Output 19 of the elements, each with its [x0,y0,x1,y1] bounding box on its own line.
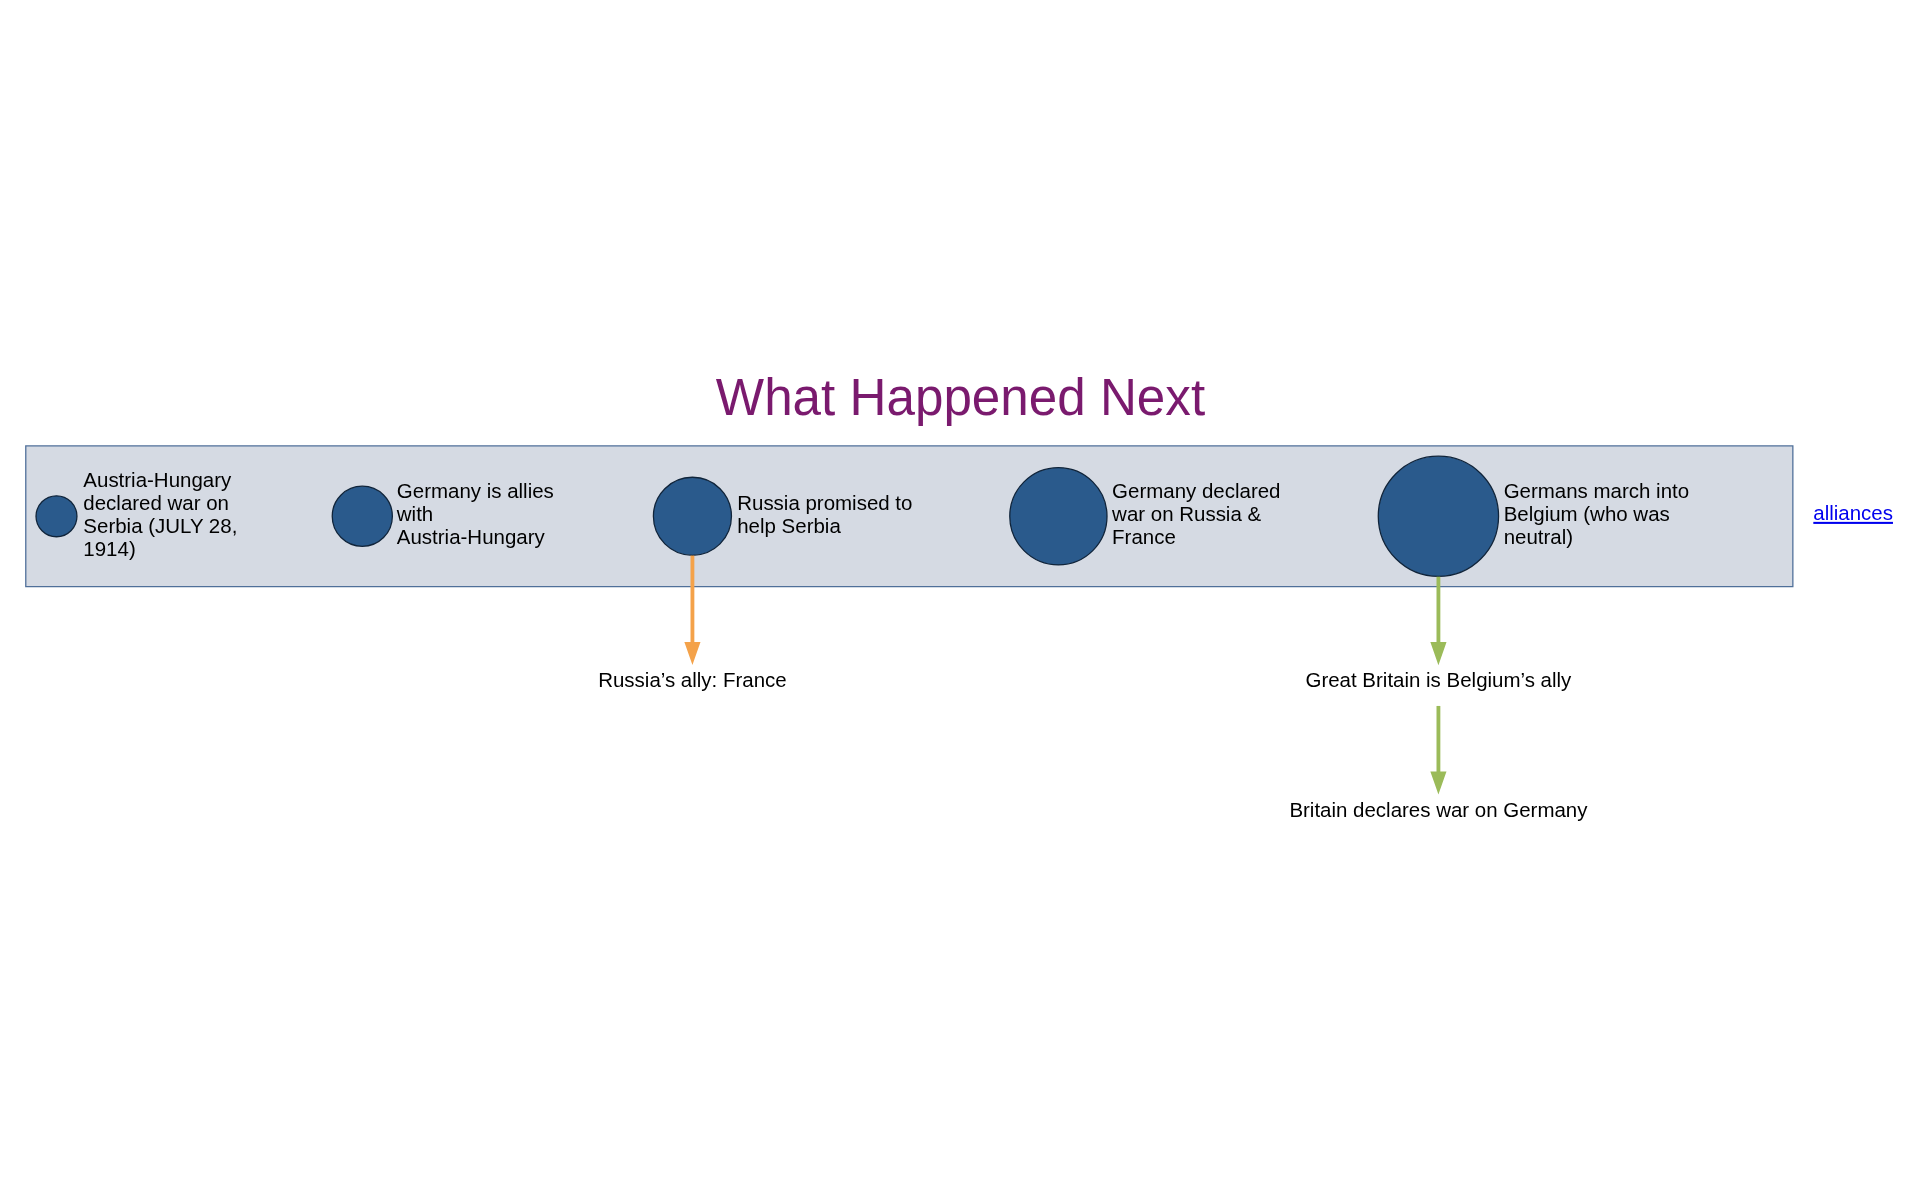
node-circle [1377,455,1499,577]
label: alliances [1812,500,1893,524]
node-text: Great Britain is Belgium’s ally [1305,667,1571,691]
node-label: Germany is allies with Austria-Hungary [396,478,554,548]
node-label: Germany declared war on Russia & France [1111,478,1281,548]
node-circle [34,494,78,537]
diagram-title: What Happened Next [715,368,1205,426]
arrow [1429,705,1446,795]
node-circle [331,485,393,547]
node-label: Germans march into Belgium (who was neutral) [1503,478,1689,548]
node-circle [652,476,732,556]
arrow [683,555,700,665]
node-circle [1008,466,1108,566]
cluster [24,444,1793,587]
node-text: Britain declares war on Germany [1288,797,1587,821]
node-label: Russia promised to help Serbia [736,490,912,537]
arrow [1429,576,1446,665]
node-label: Austria-Hungary declared war on Serbia (JULY 28, 1914) [82,467,237,560]
node-text: Russia’s ally: France [597,667,787,691]
